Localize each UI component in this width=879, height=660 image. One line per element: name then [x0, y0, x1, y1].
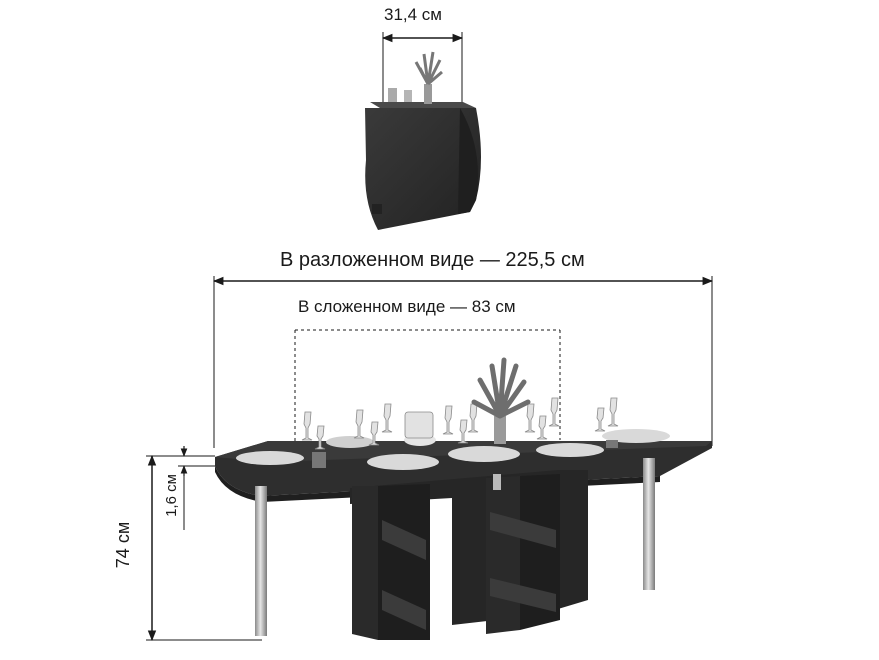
plate	[536, 443, 604, 457]
folded-table-body	[365, 108, 481, 230]
plate	[367, 454, 439, 470]
plate	[236, 451, 304, 465]
unfolded-table	[215, 357, 712, 640]
unfolded-length-label: В разложенном виде — 225,5 см	[280, 249, 585, 271]
top-thickness-label: 1,6 см	[162, 474, 180, 517]
wine-glasses	[301, 397, 619, 450]
plate	[602, 429, 670, 443]
center-frame	[350, 470, 588, 625]
plate	[448, 446, 520, 462]
decor-plant-icon	[414, 51, 443, 104]
metal-leg-left	[255, 486, 267, 636]
metal-leg-right	[643, 458, 655, 590]
centerpiece-plant-icon	[471, 357, 531, 444]
folded-table	[365, 32, 481, 230]
folded-length-label: В сложенном виде — 83 см	[298, 297, 516, 316]
height-label: 74 см	[113, 521, 134, 569]
folded-depth-label: 31,4 см	[384, 5, 442, 24]
